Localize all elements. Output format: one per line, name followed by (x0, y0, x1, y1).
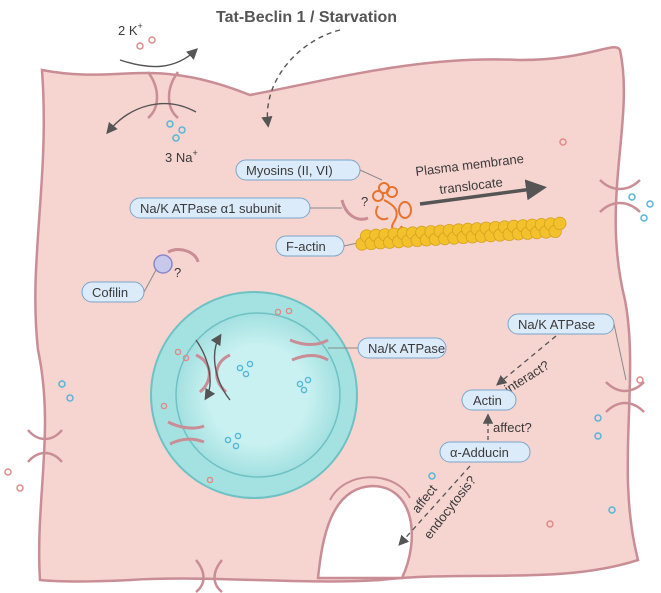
adducin-label-box (439, 441, 531, 463)
membrane-pump-right-lower (605, 381, 645, 413)
myosins-label: Myosins (II, VI) (246, 163, 333, 178)
interact-arrow (495, 335, 557, 386)
na-k-alpha1-subunit (340, 199, 369, 221)
vesicle-pump-bottom (167, 420, 205, 446)
vesicle-exchange-arrow-1 (195, 339, 216, 401)
sodium-out-arrow (106, 102, 197, 135)
potassium-in-arrow (119, 48, 199, 68)
f-actin-label: F-actin (286, 239, 326, 254)
endosome-lumen (175, 312, 341, 478)
f-actin-filament (355, 216, 567, 251)
sodium-label: 3 Na+ (165, 148, 198, 165)
alpha1-question: ? (361, 194, 368, 209)
membrane-pump-top (146, 71, 180, 119)
adducin-label: α-Adducin (450, 445, 509, 460)
affect-label: affect? (493, 420, 532, 435)
membrane-pump-right (599, 179, 641, 213)
na-k-right-label: Na/K ATPase (518, 317, 595, 332)
translocate-arrow (419, 179, 547, 206)
endocytosis-pit (316, 484, 414, 580)
actin-label: Actin (473, 393, 502, 408)
membrane-pump-left (27, 429, 63, 463)
diagram-title: Tat-Beclin 1 / Starvation (216, 9, 397, 26)
potassium-label: 2 K+ (118, 21, 143, 38)
vesicle-exchange-arrow-2 (210, 333, 231, 401)
actin-label-box (461, 389, 517, 411)
na-k-alpha1-label: Na/K ATPase α1 subunit (140, 201, 281, 216)
stimulus-arrow (261, 29, 341, 128)
actin-monomer (553, 216, 567, 230)
cofilin-membrane-protein (167, 248, 200, 263)
na-k-vesicle-label: Na/K ATPase (368, 341, 445, 356)
vesicle-pump-right (289, 338, 329, 362)
cofilin-molecule (153, 254, 173, 274)
cofilin-question: ? (174, 265, 181, 280)
cofilin-label: Cofilin (92, 285, 128, 300)
membrane-pump-bottom (195, 559, 223, 593)
